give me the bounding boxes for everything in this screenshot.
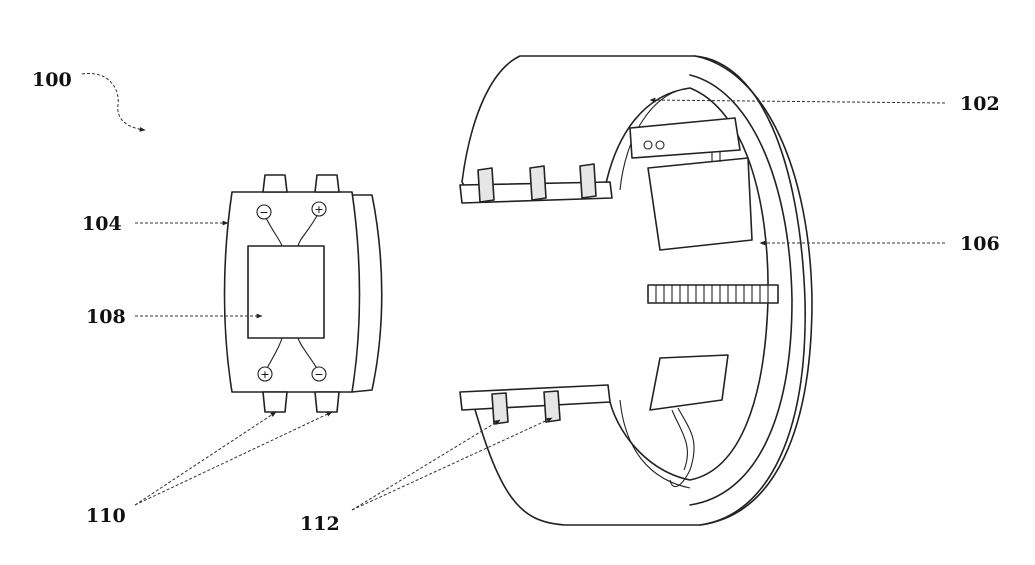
- label-110: 110: [86, 505, 126, 527]
- label-106: 106: [960, 233, 1000, 255]
- leader-112a: [351, 419, 501, 511]
- svg-text:+: +: [260, 368, 269, 381]
- terminal-plus-top: +: [311, 201, 327, 217]
- leader-100: [81, 73, 146, 132]
- band-inner-lower: [619, 399, 691, 489]
- label-102: 102: [960, 93, 1000, 115]
- terminal-minus-bottom: −: [311, 366, 327, 382]
- leader-110a: [134, 411, 277, 506]
- label-108: 108: [86, 306, 126, 328]
- band-top-tabs: [459, 163, 613, 204]
- terminal-minus-top: −: [256, 204, 272, 220]
- band-outer-rim: [694, 55, 813, 526]
- svg-text:+: +: [314, 203, 323, 216]
- band-circuit-106: [629, 117, 779, 488]
- module-top-tab-right: [314, 174, 340, 193]
- module-104: − + + −: [223, 174, 383, 413]
- leader-102: [649, 97, 946, 104]
- module-chip-108: [247, 245, 325, 339]
- band-inner-rim: [689, 74, 793, 506]
- module-side: [351, 194, 383, 393]
- module-bottom-tab-left: [262, 391, 288, 413]
- leader-110b: [134, 411, 333, 506]
- module-wires: [265, 213, 319, 371]
- band-102: [459, 55, 813, 526]
- terminal-plus-bottom: +: [257, 366, 273, 382]
- label-104: 104: [82, 213, 122, 235]
- band-bottom-slots: [459, 384, 611, 425]
- label-112: 112: [300, 513, 340, 535]
- label-100: 100: [32, 69, 72, 91]
- module-top-tab-left: [262, 174, 288, 193]
- svg-text:−: −: [259, 206, 268, 219]
- svg-text:−: −: [314, 368, 323, 381]
- band-inner-surface: [619, 87, 691, 191]
- band-connector-strip: [647, 284, 779, 304]
- module-bottom-tab-right: [314, 391, 340, 413]
- leader-lines: [81, 73, 946, 511]
- leader-112b: [351, 417, 553, 511]
